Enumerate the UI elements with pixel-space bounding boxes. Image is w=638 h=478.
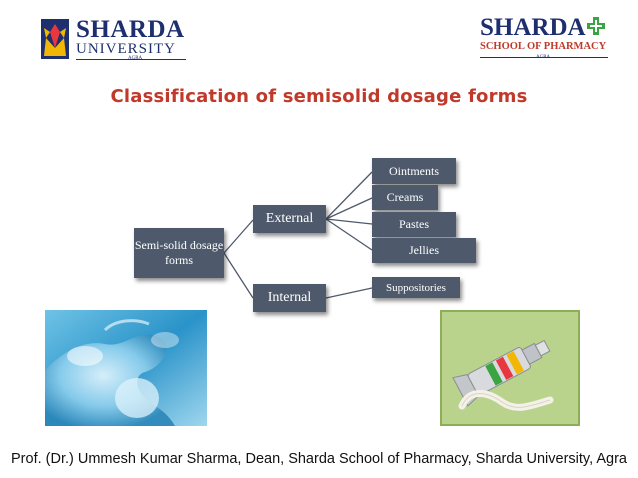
internal-box: Internal [253,284,326,312]
creams-label: Creams [386,190,424,204]
connector-external-ointments [325,171,373,220]
logo-right-rule [480,57,608,58]
root-label: Semi-solid dosage forms [134,238,224,267]
sharda-pharmacy-logo: SHARDA SCHOOL OF PHARMACY AGRA [474,14,610,66]
pharmacy-cross-icon [587,17,605,35]
connector-root-external [223,219,254,254]
slide-title: Classification of semisolid dosage forms [110,86,528,107]
ointments-label: Ointments [389,163,439,178]
external-label: External [265,211,314,226]
logo-right-line1: SHARDA [480,14,586,41]
logo-left-line2: UNIVERSITY [76,41,176,57]
external-box: External [253,205,326,233]
gel-image [45,310,207,426]
footer-credit: Prof. (Dr.) Ummesh Kumar Sharma, Dean, S… [11,451,627,467]
connector-internal-suppositories [325,287,373,299]
suppositories-box: Suppositories [372,277,460,298]
connector-external-jellies [325,218,373,251]
connector-external-pastes [325,218,373,225]
root-box: Semi-solid dosage forms [134,228,224,278]
pastes-label: Pastes [399,217,429,231]
logo-left-line1: SHARDA [76,16,185,43]
creams-box: Creams [372,185,438,210]
connector-external-creams [325,197,373,220]
logo-left-line3: AGRA [128,56,143,61]
ointments-box: Ointments [372,158,456,184]
ointment-tube-image [440,310,580,426]
university-crest-icon [41,19,69,59]
suppositories-label: Suppositories [386,281,446,294]
jellies-box: Jellies [372,238,476,263]
connector-root-internal [223,252,254,299]
pastes-box: Pastes [372,212,456,237]
internal-label: Internal [267,290,312,305]
logo-left-rule [76,59,186,60]
logo-right-line3: AGRA [536,55,551,60]
sharda-university-logo: SHARDA UNIVERSITY AGRA [40,16,190,66]
logo-right-line2: SCHOOL OF PHARMACY [480,41,607,52]
jellies-label: Jellies [409,243,439,257]
